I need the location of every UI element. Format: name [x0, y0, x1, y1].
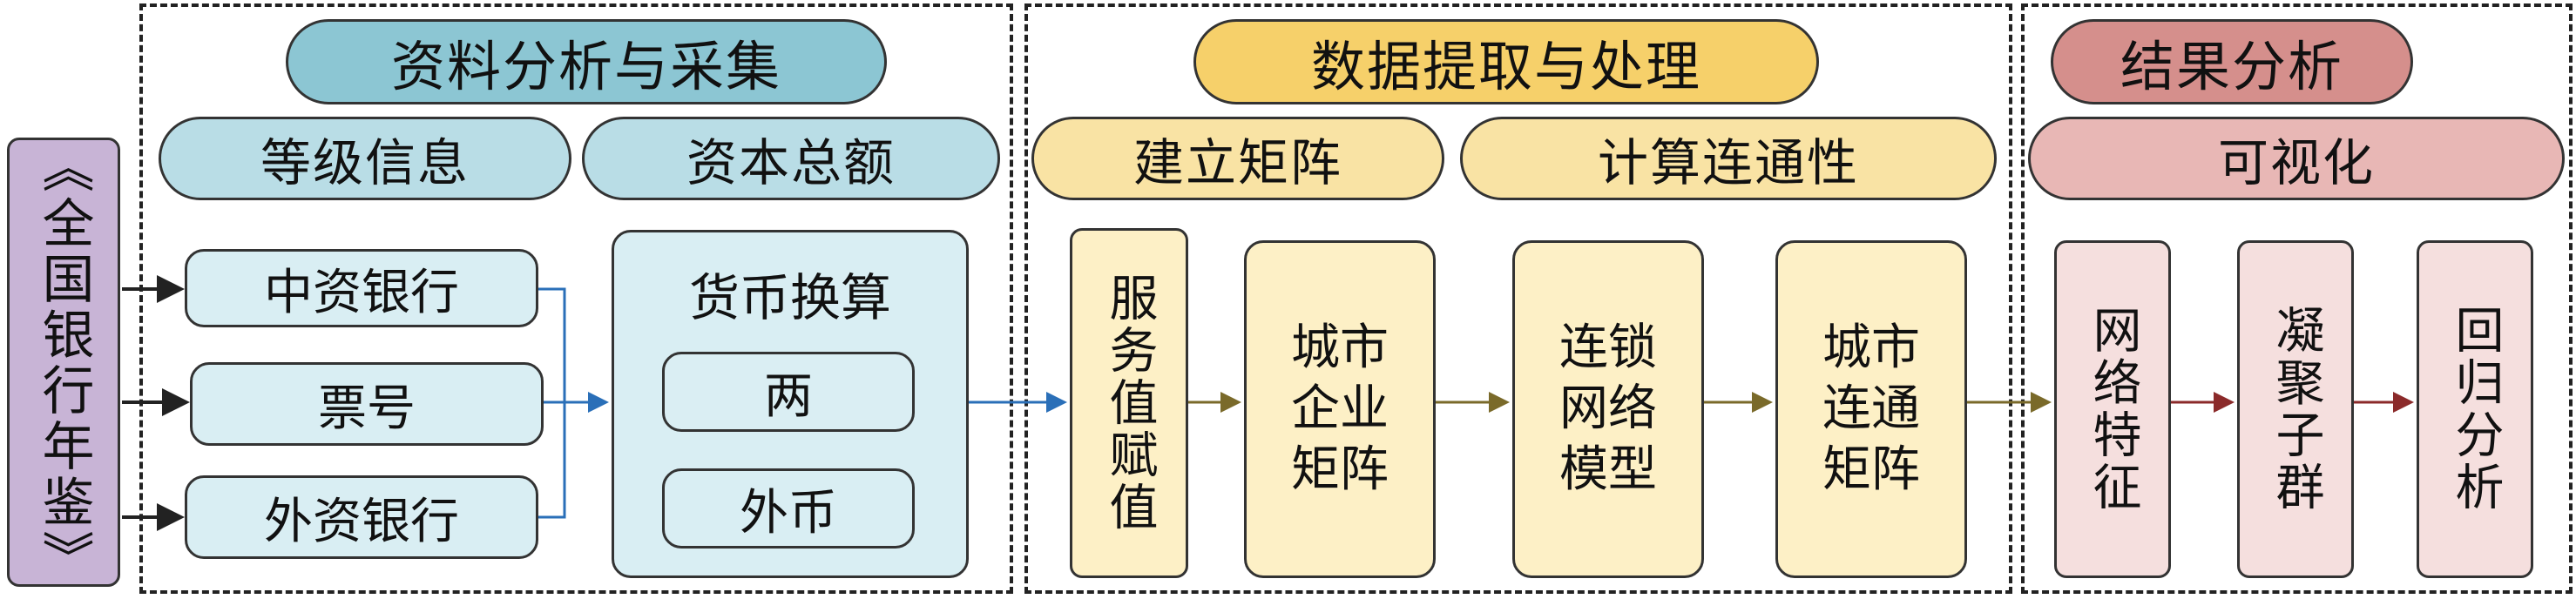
interlocking-network-model: 连锁网络模型	[1512, 240, 1704, 578]
currency-foreign: 外币	[662, 468, 915, 549]
bank-foreign: 外资银行	[185, 475, 538, 559]
bank-piaohao: 票号	[190, 362, 544, 446]
section-data-collection	[139, 3, 1013, 594]
service-value-assignment: 服务值赋值	[1070, 228, 1188, 578]
city-firm-matrix: 城市企业矩阵	[1244, 240, 1436, 578]
source-yearbook: 《全国银行年鉴》	[7, 138, 120, 587]
bank-chinese: 中资银行	[185, 249, 538, 327]
stage3-title: 结果分析	[2051, 19, 2413, 104]
section-result-analysis	[2021, 3, 2573, 594]
city-connectivity-matrix: 城市连通矩阵	[1775, 240, 1967, 578]
compute-connectivity-label: 计算连通性	[1460, 117, 1997, 200]
build-matrix-label: 建立矩阵	[1031, 117, 1444, 200]
visualization-label: 可视化	[2028, 117, 2565, 200]
currency-tael: 两	[662, 352, 915, 432]
currency-conversion-box: 货币换算	[612, 230, 969, 578]
source-label: 《全国银行年鉴》	[33, 140, 94, 586]
section-data-processing	[1024, 3, 2012, 594]
cohesive-subgroups: 凝聚子群	[2237, 240, 2354, 578]
regression-analysis: 回归分析	[2417, 240, 2533, 578]
stage1-title: 资料分析与采集	[286, 19, 887, 104]
capital-total-label: 资本总额	[582, 117, 1000, 200]
stage2-title: 数据提取与处理	[1193, 19, 1819, 104]
network-features: 网络特征	[2054, 240, 2171, 578]
grade-info-label: 等级信息	[159, 117, 571, 200]
